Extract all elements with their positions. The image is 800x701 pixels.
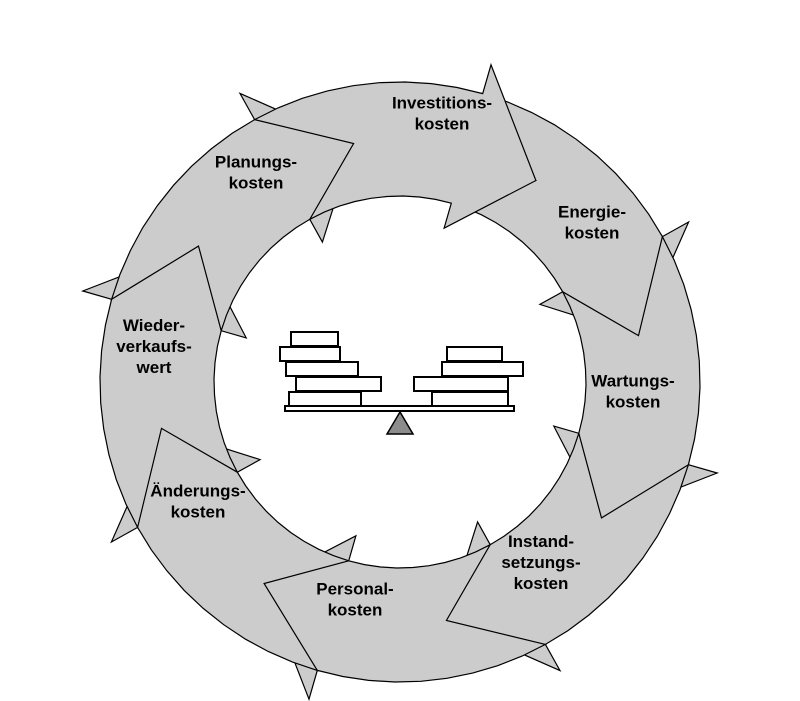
scale-left-block-5 [288, 391, 362, 407]
label-wiederverkaufswert-line: wert [136, 358, 172, 377]
scale-beam [284, 405, 515, 412]
balance-scale-icon [279, 331, 524, 435]
label-investitionskosten: Investitions-kosten [392, 94, 492, 134]
label-planungskosten-line: kosten [229, 174, 284, 193]
label-energiekosten-line: Energie- [558, 203, 626, 222]
label-instandsetzungskosten-line: Instand- [508, 532, 574, 551]
label-personalkosten-line: Personal- [316, 580, 393, 599]
scale-fulcrum [385, 410, 415, 435]
arrow-aenderungskosten [110, 427, 351, 672]
label-wiederverkaufswert-line: Wieder- [123, 316, 185, 335]
arrow-energiekosten [449, 92, 690, 337]
arrow-planungskosten [110, 92, 355, 333]
scale-left-block-3 [285, 361, 359, 377]
scale-left-block-2 [279, 346, 341, 362]
arrow-investitionskosten [252, 62, 537, 230]
label-aenderungskosten-line: kosten [171, 503, 226, 522]
arrow-personalkosten [263, 534, 548, 701]
label-personalkosten: Personal-kosten [316, 580, 393, 620]
label-instandsetzungskosten-line: kosten [514, 574, 569, 593]
label-energiekosten-line: kosten [565, 224, 620, 243]
label-investitionskosten-line: Investitions- [392, 94, 492, 113]
label-wiederverkaufswert: Wieder-verkaufs-wert [116, 316, 192, 377]
cycle-labels: Investitions-kostenEnergie-kostenWartung… [116, 94, 675, 620]
arrow-instandsetzungskosten [445, 431, 690, 672]
scale-right-block-3 [413, 376, 509, 392]
scale-left-block-4 [295, 376, 382, 392]
label-instandsetzungskosten: Instand-setzungs-kosten [501, 532, 580, 593]
scale-right-block-2 [441, 361, 524, 377]
label-aenderungskosten: Änderungs-kosten [150, 482, 245, 522]
label-planungskosten-line: Planungs- [215, 153, 297, 172]
arrow-wartungskosten [552, 234, 720, 519]
scale-right-block-1 [446, 346, 503, 362]
label-energiekosten: Energie-kosten [558, 203, 626, 243]
label-aenderungskosten-line: Änderungs- [150, 482, 245, 501]
cycle-arrows [80, 62, 720, 701]
label-investitionskosten-line: kosten [415, 115, 470, 134]
label-wartungskosten: Wartungs-kosten [591, 372, 674, 412]
scale-left-block-1 [290, 331, 339, 347]
label-instandsetzungskosten-line: setzungs- [501, 553, 580, 572]
label-wiederverkaufswert-line: verkaufs- [116, 337, 192, 356]
label-planungskosten: Planungs-kosten [215, 153, 297, 193]
arrow-wiederverkaufswert [80, 245, 248, 530]
label-wartungskosten-line: kosten [606, 393, 661, 412]
label-personalkosten-line: kosten [328, 601, 383, 620]
label-wartungskosten-line: Wartungs- [591, 372, 674, 391]
scale-right-block-4 [431, 391, 509, 407]
